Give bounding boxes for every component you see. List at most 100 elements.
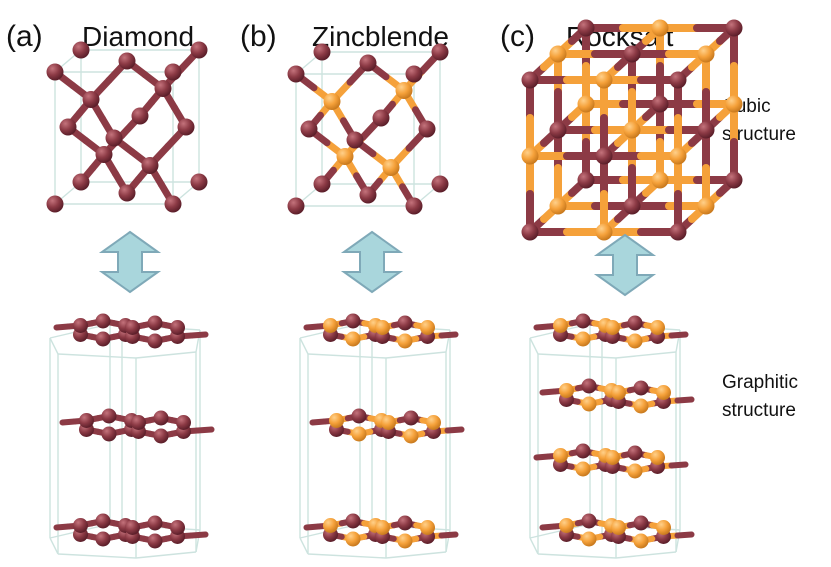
atom xyxy=(101,426,117,442)
atom xyxy=(669,223,687,241)
atom xyxy=(147,533,163,549)
bond xyxy=(668,461,689,469)
atom xyxy=(147,515,163,531)
atom xyxy=(627,445,643,461)
atom xyxy=(650,450,666,465)
cell-edge xyxy=(299,537,309,555)
atom xyxy=(577,171,595,189)
double-arrow-icon xyxy=(340,230,404,294)
atom xyxy=(154,80,172,97)
cell-edge xyxy=(49,537,59,555)
atom xyxy=(345,513,361,529)
atom xyxy=(147,333,163,349)
bond xyxy=(188,331,209,339)
atom xyxy=(397,533,413,549)
atom xyxy=(397,515,413,531)
atom xyxy=(359,186,377,204)
atom xyxy=(521,147,539,165)
atom xyxy=(82,91,100,108)
atom xyxy=(323,93,341,110)
atom xyxy=(345,531,361,547)
atom xyxy=(581,396,597,412)
atom xyxy=(420,320,436,335)
atom xyxy=(124,520,140,535)
cell-edge xyxy=(529,337,539,355)
atom xyxy=(651,171,669,189)
cell-edge xyxy=(135,351,197,359)
atom xyxy=(552,448,568,463)
atom xyxy=(610,385,626,400)
atom xyxy=(345,313,361,329)
atom xyxy=(656,520,672,535)
atom xyxy=(575,443,591,459)
atom xyxy=(397,333,413,349)
zincblende-graphitic-structure xyxy=(299,313,465,559)
bond xyxy=(194,426,215,434)
atom xyxy=(190,173,208,191)
atom xyxy=(581,513,597,529)
atom xyxy=(95,331,111,347)
atom xyxy=(604,320,620,335)
double-arrow-icon xyxy=(98,230,162,294)
cell-edge xyxy=(615,351,677,359)
panel-c-label: (c) xyxy=(500,20,535,53)
atom xyxy=(697,197,715,215)
atom xyxy=(604,450,620,465)
bond xyxy=(674,396,695,404)
cell-edge xyxy=(537,353,617,359)
atom xyxy=(95,531,111,547)
atom xyxy=(287,197,305,215)
atom xyxy=(118,52,136,70)
bond xyxy=(309,418,328,426)
atom xyxy=(351,426,367,442)
cell-edge xyxy=(385,551,447,559)
cell-edge xyxy=(299,337,309,355)
atom xyxy=(697,45,715,63)
atom xyxy=(549,45,567,63)
atom xyxy=(558,518,574,533)
cell-edge xyxy=(135,551,197,559)
atom xyxy=(633,533,649,549)
atom xyxy=(403,428,419,444)
cell-edge xyxy=(385,351,447,359)
atom xyxy=(669,71,687,89)
atom xyxy=(372,109,390,127)
atom xyxy=(575,331,591,347)
bond xyxy=(438,331,459,339)
atom xyxy=(623,197,641,215)
atom xyxy=(313,43,331,61)
atom xyxy=(374,520,390,535)
atom xyxy=(595,147,613,165)
atom xyxy=(431,43,449,61)
atom xyxy=(176,415,192,430)
bond xyxy=(438,531,459,539)
atom xyxy=(322,318,338,333)
panel-b-label: (b) xyxy=(240,20,277,53)
atom xyxy=(623,45,641,63)
cubic-label-line2: structure xyxy=(722,124,796,145)
atom xyxy=(72,41,90,59)
cell-edge xyxy=(615,551,677,559)
atom xyxy=(72,173,90,191)
atom xyxy=(78,413,94,428)
rocksalt-graphitic-structure xyxy=(529,313,695,559)
atom xyxy=(581,378,597,394)
atom xyxy=(72,318,88,333)
atom xyxy=(623,121,641,139)
atom xyxy=(633,515,649,531)
atom xyxy=(359,54,377,72)
atom xyxy=(59,118,77,136)
atom xyxy=(118,184,136,202)
bond xyxy=(59,418,78,426)
cell-edge xyxy=(537,553,617,559)
bond xyxy=(303,523,322,531)
atom xyxy=(131,107,149,125)
atom xyxy=(549,121,567,139)
atom xyxy=(418,120,436,138)
atom xyxy=(322,518,338,533)
bond xyxy=(668,331,689,339)
atom xyxy=(153,428,169,444)
cell-edge xyxy=(307,553,387,559)
cell-edge xyxy=(57,553,137,559)
